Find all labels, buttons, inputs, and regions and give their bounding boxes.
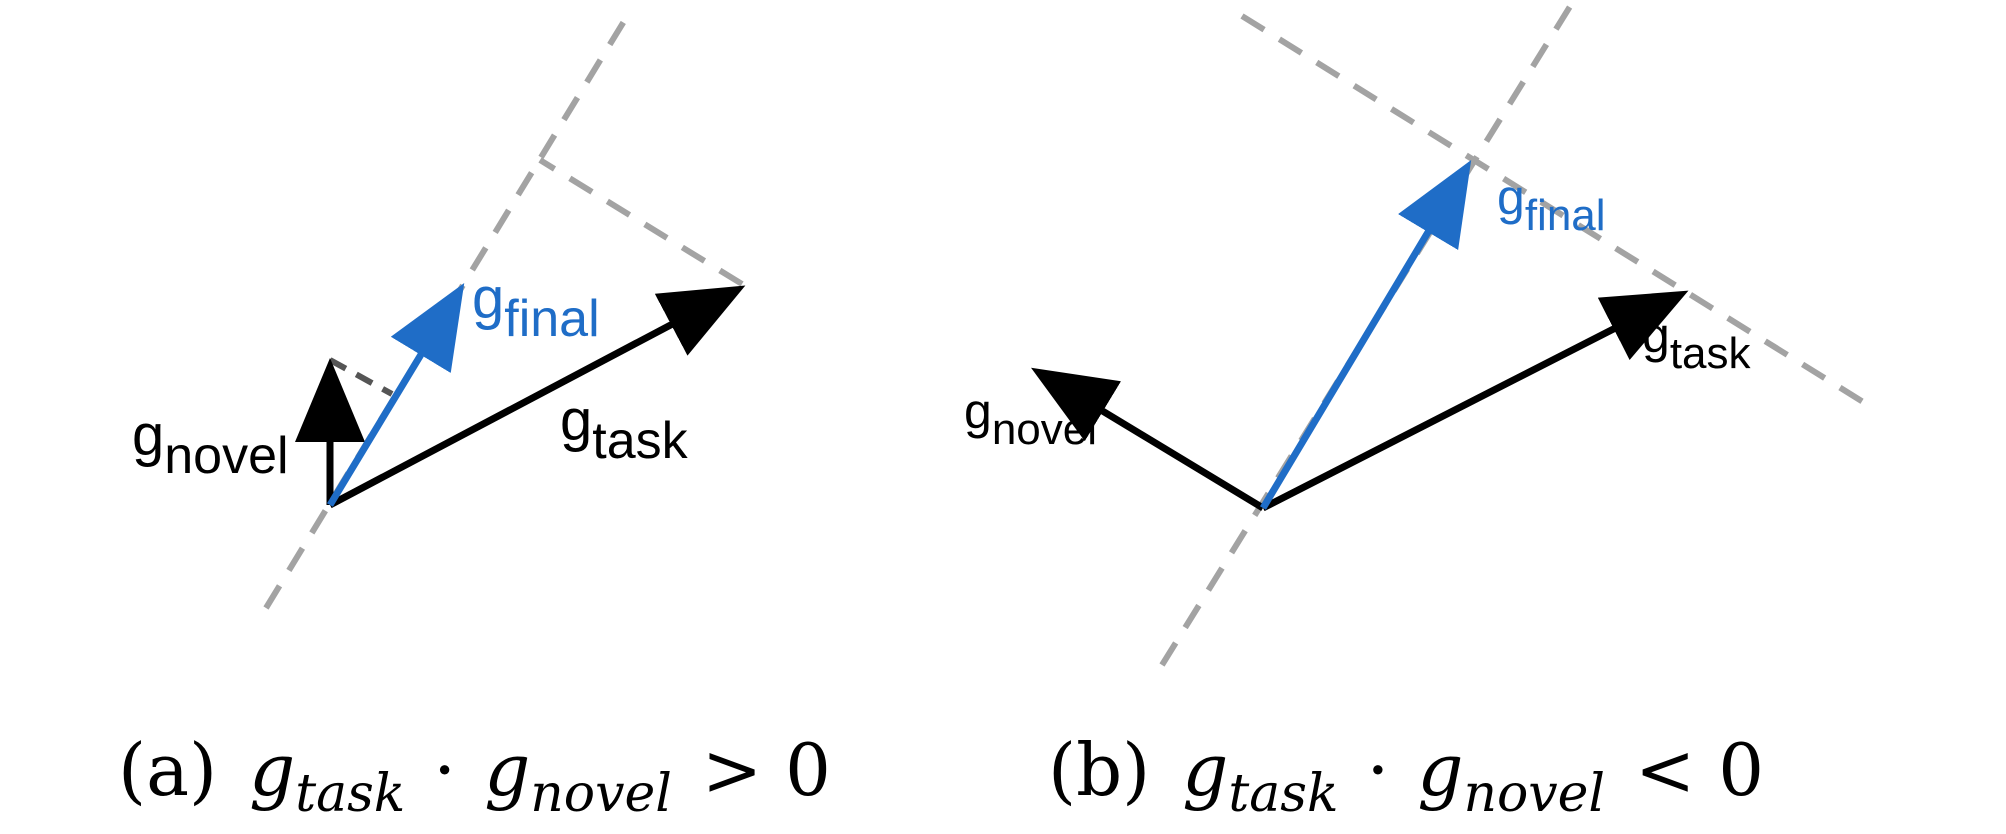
panel-a-g-final-label: gfinal (472, 266, 600, 348)
panel-a-g-novel-label: gnovel (132, 403, 289, 485)
panel-a-projection-line (328, 357, 394, 397)
panel-a-g-final-arrow (327, 283, 465, 507)
panel-a-caption: (a) gtask · gnovel > 0 (118, 728, 831, 827)
panel-b: gnovel gfinal gtask (b) gtask · gnovel <… (964, 0, 1878, 827)
panel-b-g-novel-label: gnovel (964, 383, 1097, 454)
panel-a-g-task-arrow (328, 285, 746, 509)
panel-a-g-task-label: gtask (560, 388, 689, 470)
panel-b-g-task-label: gtask (1642, 307, 1752, 378)
panel-b-g-novel-arrow (1031, 367, 1265, 511)
panel-a-perpendicular-guide-line (538, 157, 744, 287)
panel-b-g-final-label: gfinal (1497, 169, 1606, 240)
panel-b-perpendicular-guide-line (1240, 13, 1878, 413)
panel-a-final-guide-line (263, 16, 629, 610)
panel-b-g-task-arrow (1261, 290, 1689, 512)
panel-b-caption: (b) gtask · gnovel < 0 (1048, 728, 1764, 827)
panel-b-g-final-arrow (1259, 159, 1472, 510)
panel-a: gnovel gfinal gtask (a) gtask · gnovel >… (118, 16, 831, 827)
